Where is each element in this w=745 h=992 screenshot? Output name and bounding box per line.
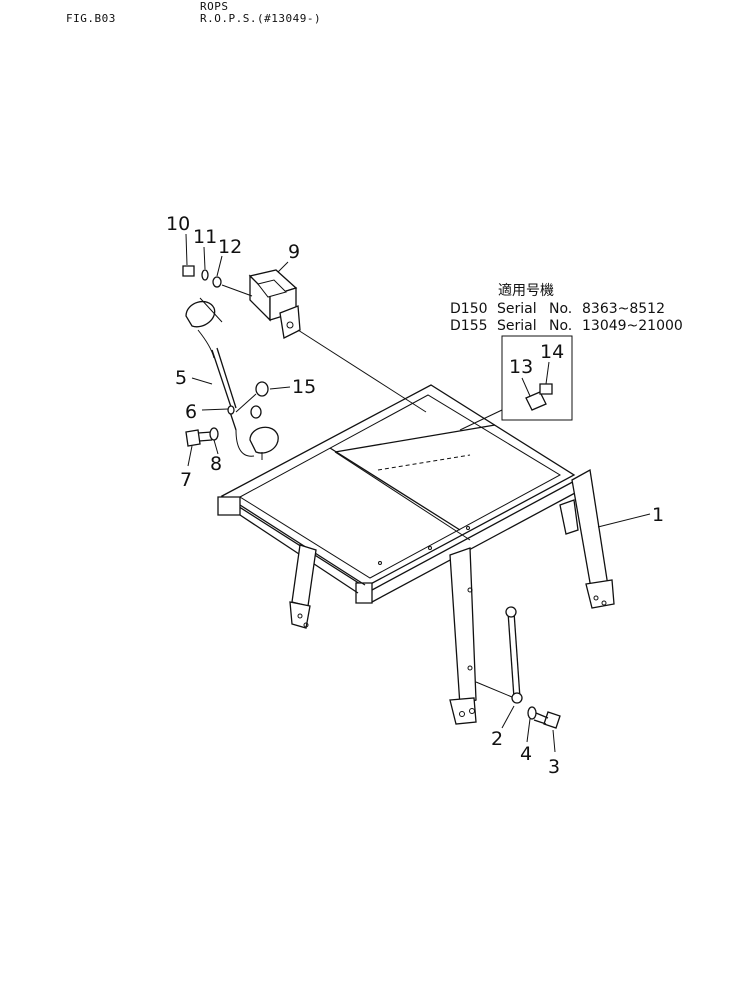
section-subtitle: R.O.P.S.(#13049-) <box>200 12 322 25</box>
callout-2: 2 <box>491 728 503 750</box>
note-range-d155: 13049~21000 <box>582 318 683 334</box>
work-lamp-upper <box>185 297 223 359</box>
callout-8: 8 <box>210 453 222 475</box>
note-no-d155: No. <box>549 318 572 334</box>
wire-harness-rod <box>211 347 257 457</box>
callout-12: 12 <box>218 236 242 258</box>
light-bracket <box>248 269 427 413</box>
bolt-10 <box>182 265 253 297</box>
leader-lines <box>185 233 651 753</box>
brace-strut <box>475 606 523 704</box>
callout-11: 11 <box>193 226 217 248</box>
note-label-d155: Serial <box>497 318 537 334</box>
applicability-box <box>459 335 573 431</box>
callout-numbers: 1 2 3 4 5 6 7 8 9 10 11 12 13 14 15 <box>166 213 664 778</box>
note-model-d150: D150 <box>450 301 488 317</box>
washer-15 <box>227 381 269 419</box>
callout-1: 1 <box>652 504 664 526</box>
serial-applicability-note: 適用号機 D150 Serial No. 8363~8512 D155 Seri… <box>450 282 683 334</box>
callout-9: 9 <box>288 241 300 263</box>
note-range-d150: 8363~8512 <box>582 301 665 317</box>
callout-13: 13 <box>509 356 533 378</box>
work-lamp-lower <box>249 426 279 460</box>
callout-7: 7 <box>180 469 192 491</box>
note-heading: 適用号機 <box>498 282 554 299</box>
note-model-d155: D155 <box>450 318 488 334</box>
callout-4: 4 <box>520 743 532 765</box>
callout-3: 3 <box>548 756 560 778</box>
note-label-d150: Serial <box>497 301 537 317</box>
callout-10: 10 <box>166 213 190 235</box>
bolt-3 <box>527 706 561 729</box>
callout-5: 5 <box>175 367 187 389</box>
bolt-7 <box>185 427 219 447</box>
callout-14: 14 <box>540 341 564 363</box>
section-title: ROPS <box>200 0 229 13</box>
rops-frame <box>217 384 615 725</box>
callout-6: 6 <box>185 401 197 423</box>
callout-15: 15 <box>292 376 316 398</box>
note-no-d150: No. <box>549 301 572 317</box>
figure-number: FIG.B03 <box>66 12 116 25</box>
